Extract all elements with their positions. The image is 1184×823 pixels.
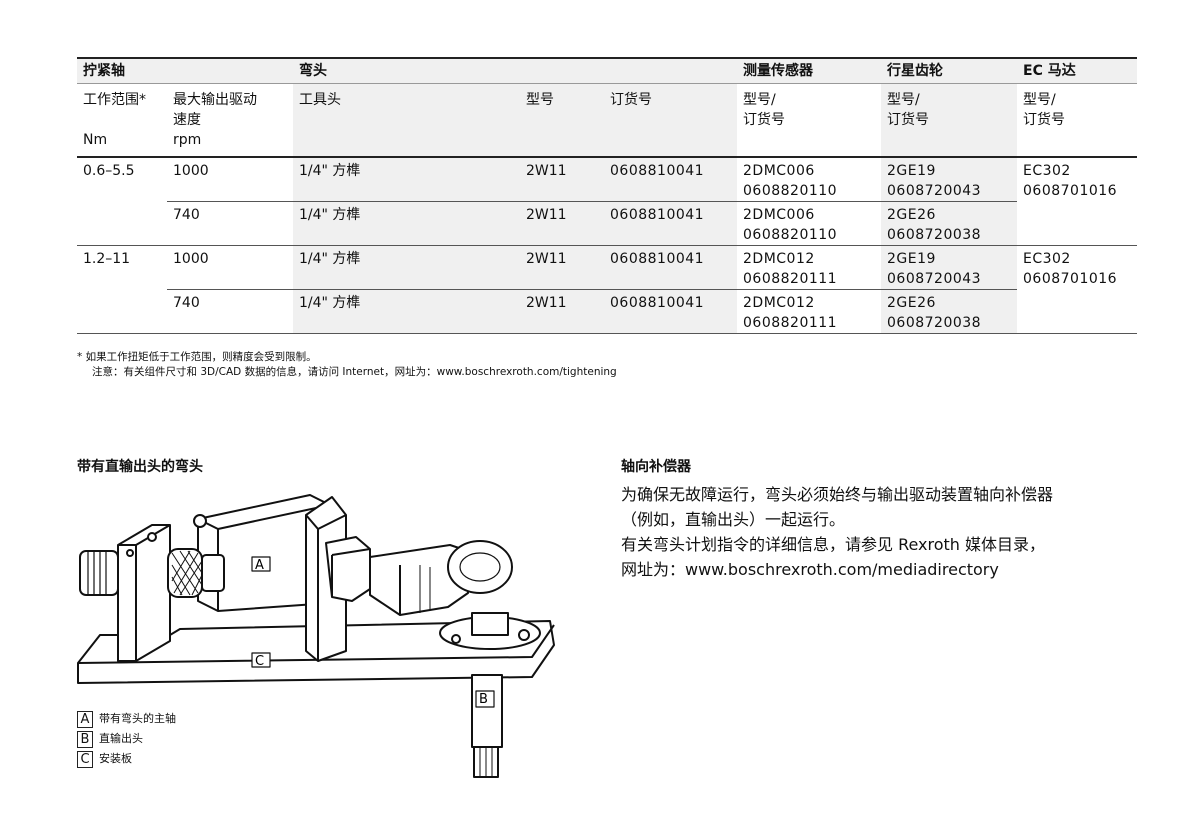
- subheader-order-no: 订货号: [604, 83, 737, 158]
- subheader-tool-head: 工具头: [293, 83, 520, 158]
- cell-motor: [1017, 289, 1137, 334]
- cell-range: [77, 202, 167, 246]
- callout-c: C: [255, 654, 264, 669]
- header-sensor: 测量传感器: [737, 57, 881, 84]
- cell-order: 0608810041: [604, 201, 737, 246]
- callout-a: A: [255, 558, 264, 573]
- compensator-section: 轴向补偿器 为确保无故障运行，弯头必须始终与输出驱动装置轴向补偿器 （例如，直输…: [621, 456, 1141, 582]
- cell-model: 2W11: [520, 289, 604, 334]
- subheader-motor: 型号/订货号: [1017, 83, 1137, 158]
- cell-speed: 740: [167, 289, 293, 334]
- angle-head-illustration: A C B: [77, 494, 555, 778]
- note-link-text: 注意：有关组件尺寸和 3D/CAD 数据的信息，请访问 Internet，网址为…: [92, 366, 617, 378]
- cell-model: 2W11: [520, 157, 604, 202]
- cell-speed: 1000: [173, 163, 209, 179]
- cell-tool: 1/4" 方榫: [293, 289, 520, 334]
- cell-order: 0608810041: [604, 157, 737, 202]
- header-spindle: 拧紧轴: [77, 57, 167, 84]
- callout-b: B: [479, 692, 488, 707]
- figure-title: 带有直输出头的弯头: [77, 459, 203, 475]
- subheader-range: 工作范围* Nm: [77, 83, 167, 158]
- cell-model: 2W11: [520, 245, 604, 290]
- cell-order: 0608810041: [604, 289, 737, 334]
- notes: * 如果工作扭矩低于工作范围，则精度会受到限制。 注意：有关组件尺寸和 3D/C…: [77, 350, 617, 380]
- cell-speed: 1000: [167, 245, 293, 290]
- cell-tool: 1/4" 方榫: [293, 245, 520, 290]
- cell-model: 2W11: [520, 201, 604, 246]
- table-row: 0.6–5.5 1000 1/4" 方榫 2W11 0608810041 2DM…: [77, 157, 1137, 202]
- group-header-row: 拧紧轴 弯头 测量传感器 行星齿轮 EC 马达: [77, 57, 1137, 84]
- header-motor: EC 马达: [1017, 57, 1137, 84]
- subheader-model: 型号: [520, 83, 604, 158]
- header-gear: 行星齿轮: [881, 57, 1017, 84]
- table-row: 1.2–11 1000 1/4" 方榫 2W11 0608810041 2DMC…: [77, 245, 1137, 290]
- cell-range: 1.2–11: [77, 245, 167, 290]
- cell-range: 0.6–5.5: [83, 163, 135, 179]
- cell-order: 0608810041: [604, 245, 737, 290]
- compensator-body: 为确保无故障运行，弯头必须始终与输出驱动装置轴向补偿器 （例如，直输出头）一起运…: [621, 485, 1054, 579]
- footnote: * 如果工作扭矩低于工作范围，则精度会受到限制。: [77, 351, 317, 363]
- subheader-sensor: 型号/订货号: [737, 83, 881, 158]
- compensator-title: 轴向补偿器: [621, 459, 691, 475]
- cell-motor: [1017, 202, 1137, 246]
- cell-tool: 1/4" 方榫: [293, 157, 520, 202]
- cell-range: [77, 289, 167, 334]
- subheader-gear: 型号/订货号: [881, 83, 1017, 158]
- cell-tool: 1/4" 方榫: [293, 201, 520, 246]
- cell-speed: 740: [167, 201, 293, 246]
- header-angle-head: 弯头: [293, 57, 520, 84]
- spec-table: 拧紧轴 弯头 测量传感器 行星齿轮 EC 马达 工作范围* Nm 最大输出驱动速…: [77, 57, 1137, 334]
